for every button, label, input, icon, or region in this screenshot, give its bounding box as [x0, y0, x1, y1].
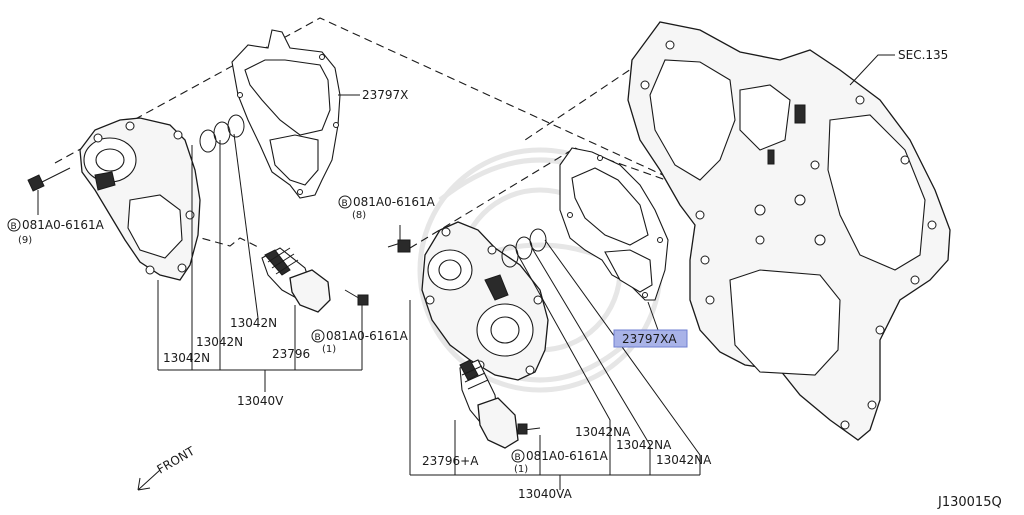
highlight-box [613, 329, 688, 348]
svg-text:B: B [11, 222, 17, 232]
label-oring-left-3: 13042N [163, 351, 210, 365]
gasket-left [231, 29, 341, 199]
o-rings-left [199, 114, 245, 153]
solenoid-left [261, 247, 331, 313]
label-oring-right-3: 13042NA [656, 453, 712, 467]
bolt-left-icon [27, 167, 71, 192]
label-bolt-lower: 081A0-6161A [526, 449, 609, 463]
timing-cover [627, 21, 951, 441]
label-assembly-right: 13040VA [518, 487, 573, 501]
vtc-cover-left [79, 117, 201, 281]
svg-text:B: B [342, 199, 348, 209]
bolt-solenoid-icon [344, 289, 369, 306]
bolt-mid-icon [387, 239, 411, 253]
label-sec-ref: SEC.135 [898, 48, 948, 62]
label-bolt-mid-qty: (8) [352, 210, 366, 221]
diagram-id: J130015Q [937, 495, 1002, 510]
label-oring-left-2: 13042N [196, 335, 243, 349]
front-arrow: FRONT [137, 444, 198, 491]
label-bolt-lower-qty: (1) [514, 464, 528, 475]
label-gasket-right: 23797XA [622, 332, 677, 346]
svg-text:B: B [315, 333, 321, 343]
circle-b-markers: B B B B [7, 195, 525, 463]
svg-text:B: B [515, 453, 521, 463]
label-bolt-solenoid: 081A0-6161A [326, 329, 409, 343]
leader-lines [37, 54, 895, 490]
label-bolt-solenoid-qty: (1) [322, 344, 336, 355]
gasket-right [559, 147, 669, 301]
solenoid-right [459, 359, 519, 449]
label-oring-right-1: 13042NA [575, 425, 631, 439]
label-oring-left-1: 13042N [230, 316, 277, 330]
bolt-lower-icon [517, 423, 541, 435]
label-bolt-left: 081A0-6161A [22, 218, 105, 232]
label-oring-right-2: 13042NA [616, 438, 672, 452]
label-solenoid-right: 23796+A [422, 454, 479, 468]
label-solenoid-left: 23796 [272, 347, 310, 361]
svg-text:FRONT: FRONT [155, 444, 198, 477]
vtc-cover-right [421, 221, 549, 381]
label-bolt-mid: 081A0-6161A [353, 195, 436, 209]
label-gasket-left: 23797X [362, 88, 408, 102]
label-assembly-left: 13040V [237, 394, 284, 408]
label-bolt-left-qty: (9) [18, 235, 32, 246]
